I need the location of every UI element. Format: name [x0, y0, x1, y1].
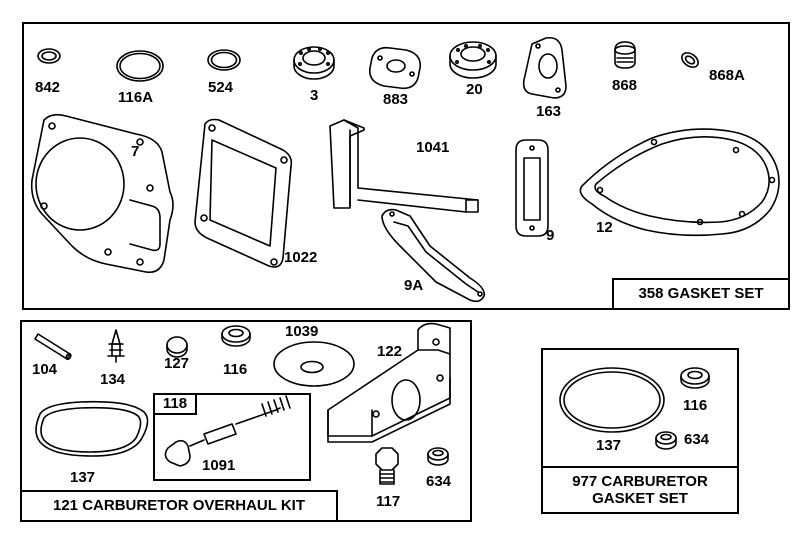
- part-137-ring: [35, 400, 149, 457]
- label-524: 524: [208, 79, 234, 96]
- label-3: 3: [310, 87, 319, 104]
- gasket-set-title: 358 GASKET SET: [612, 278, 790, 310]
- label-868: 868: [612, 77, 638, 94]
- label-104: 104: [32, 361, 58, 378]
- label-1041: 1041: [416, 139, 450, 156]
- part-104-pin: [34, 333, 72, 361]
- part-7-head-gasket: [30, 113, 174, 274]
- part-134-needle: [107, 329, 125, 363]
- part-9a-gasket: [381, 208, 486, 303]
- label-116: 116: [223, 361, 248, 378]
- needle-subassembly-frame: [153, 393, 311, 481]
- label-116a: 116A: [118, 89, 154, 106]
- part-868-valve-seal: [614, 41, 636, 69]
- part-634-washer: [427, 447, 449, 466]
- part-116-washer-set: [680, 367, 710, 389]
- label-1022: 1022: [284, 249, 318, 266]
- part-122-bracket: [327, 322, 451, 443]
- label-842: 842: [35, 79, 61, 96]
- label-127: 127: [164, 355, 190, 372]
- part-883-gasket: [368, 46, 422, 90]
- label-137-set: 137: [596, 437, 622, 454]
- label-1039: 1039: [285, 323, 319, 340]
- part-116a-oring: [116, 50, 164, 82]
- label-634-set: 634: [684, 431, 710, 448]
- part-12-gasket: [579, 128, 780, 237]
- label-163: 163: [536, 103, 562, 120]
- label-137: 137: [70, 469, 96, 486]
- part-1091-needle-spring: [164, 395, 291, 467]
- label-134: 134: [100, 371, 126, 388]
- part-868a-washer: [681, 52, 699, 68]
- part-9-gasket: [515, 139, 549, 237]
- part-1039-diaphragm: [273, 341, 355, 387]
- label-868a: 868A: [709, 67, 745, 84]
- label-1091: 1091: [202, 457, 236, 474]
- overhaul-kit-title: 121 CARBURETOR OVERHAUL KIT: [20, 490, 338, 522]
- part-3-oil-seal: [293, 46, 335, 80]
- part-524-oring: [207, 49, 241, 71]
- label-883: 883: [383, 91, 409, 108]
- label-7: 7: [131, 143, 140, 160]
- part-117-jet: [375, 447, 399, 485]
- label-9a: 9A: [404, 277, 424, 294]
- part-163-gasket: [522, 36, 567, 99]
- label-20: 20: [466, 81, 483, 98]
- carb-gasket-set-title: 977 CARBURETOR GASKET SET: [541, 466, 739, 514]
- label-116-set: 116: [683, 397, 708, 414]
- carb-gasket-set-title-line1: 977 CARBURETOR: [572, 472, 708, 490]
- part-842-oring: [37, 48, 61, 64]
- part-116-washer: [221, 325, 251, 347]
- label-12: 12: [596, 219, 613, 236]
- part-20-oil-seal: [449, 41, 497, 79]
- label-9: 9: [546, 227, 555, 244]
- part-634-washer-set: [655, 431, 677, 450]
- part-127-plug: [166, 336, 188, 358]
- needle-subassembly-title: 118: [153, 393, 197, 415]
- label-117: 117: [376, 493, 401, 510]
- carb-gasket-set-title-line2: GASKET SET: [592, 490, 688, 507]
- gasket-set-frame: [22, 22, 790, 310]
- part-1041-plate: [329, 119, 479, 213]
- part-137-ring-set: [559, 367, 665, 433]
- part-1022-gasket: [194, 118, 293, 268]
- label-122: 122: [377, 343, 403, 360]
- label-634: 634: [426, 473, 452, 490]
